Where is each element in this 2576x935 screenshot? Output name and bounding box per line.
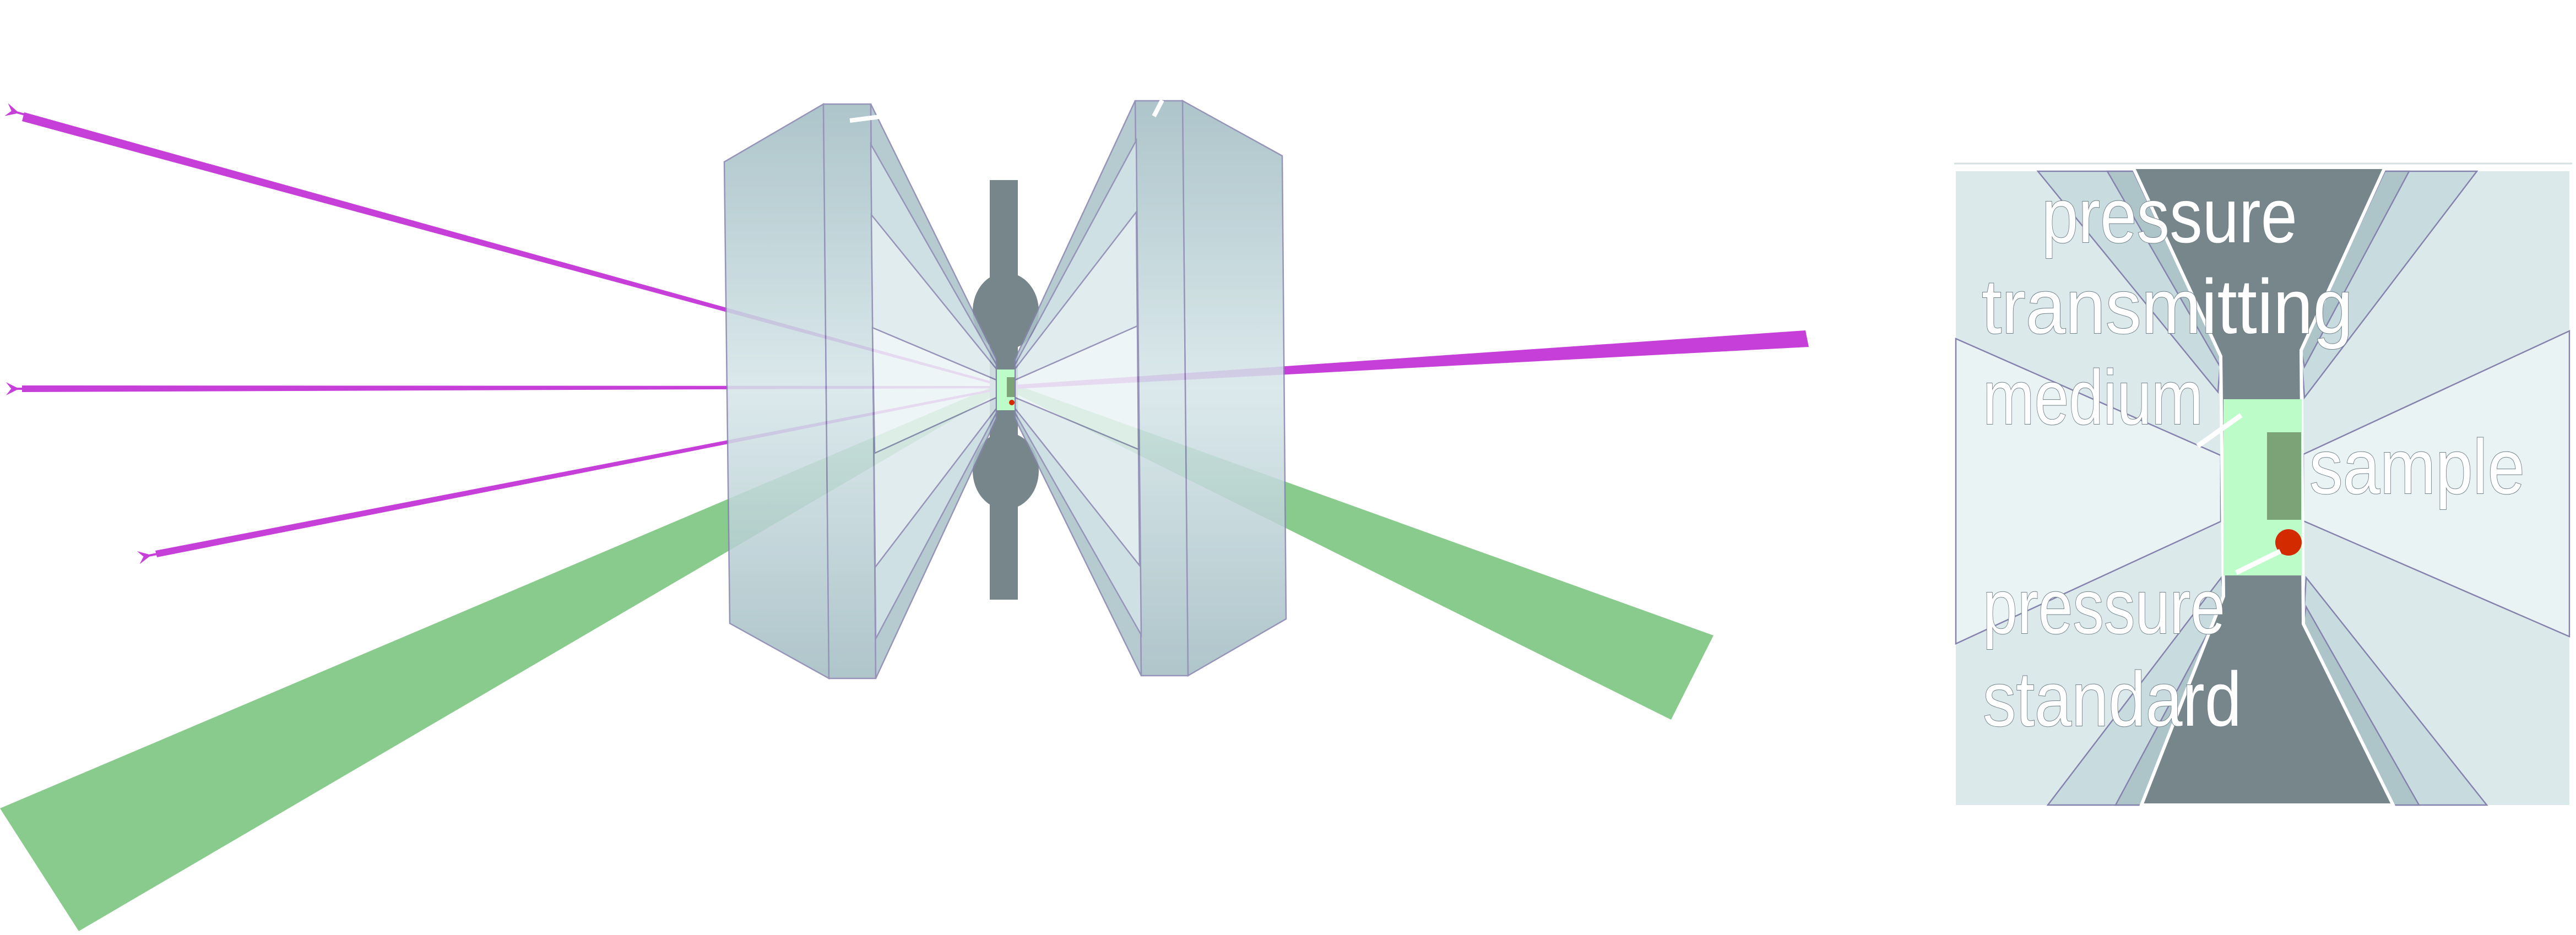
label-standard-line2: standard: [1983, 656, 2242, 742]
inset-pressure-standard: [2275, 529, 2302, 556]
leader-line-standard: [2235, 548, 2281, 575]
left-diamond-anvil: [723, 102, 997, 680]
leader-line-medium: [2196, 413, 2243, 448]
label-medium-line3: medium: [1983, 354, 2203, 441]
diamond-mark-left: [849, 115, 880, 123]
label-medium-line2: transmitting: [1982, 263, 2353, 350]
inset-labels: pressure transmitting medium sample pres…: [1981, 172, 2525, 743]
label-sample: sample: [2309, 423, 2525, 510]
diamond-mark-right: [1152, 99, 1164, 117]
sample-chamber: [997, 369, 1015, 410]
inset-sample: [2267, 432, 2301, 520]
arrowhead-3: [137, 551, 166, 564]
magnified-inset: [1954, 162, 2572, 807]
label-medium-line1: pressure: [2042, 172, 2297, 259]
arrowhead-1: [4, 103, 34, 118]
label-standard-line1: pressure: [1983, 563, 2225, 650]
right-diamond-anvil: [1014, 99, 1287, 677]
